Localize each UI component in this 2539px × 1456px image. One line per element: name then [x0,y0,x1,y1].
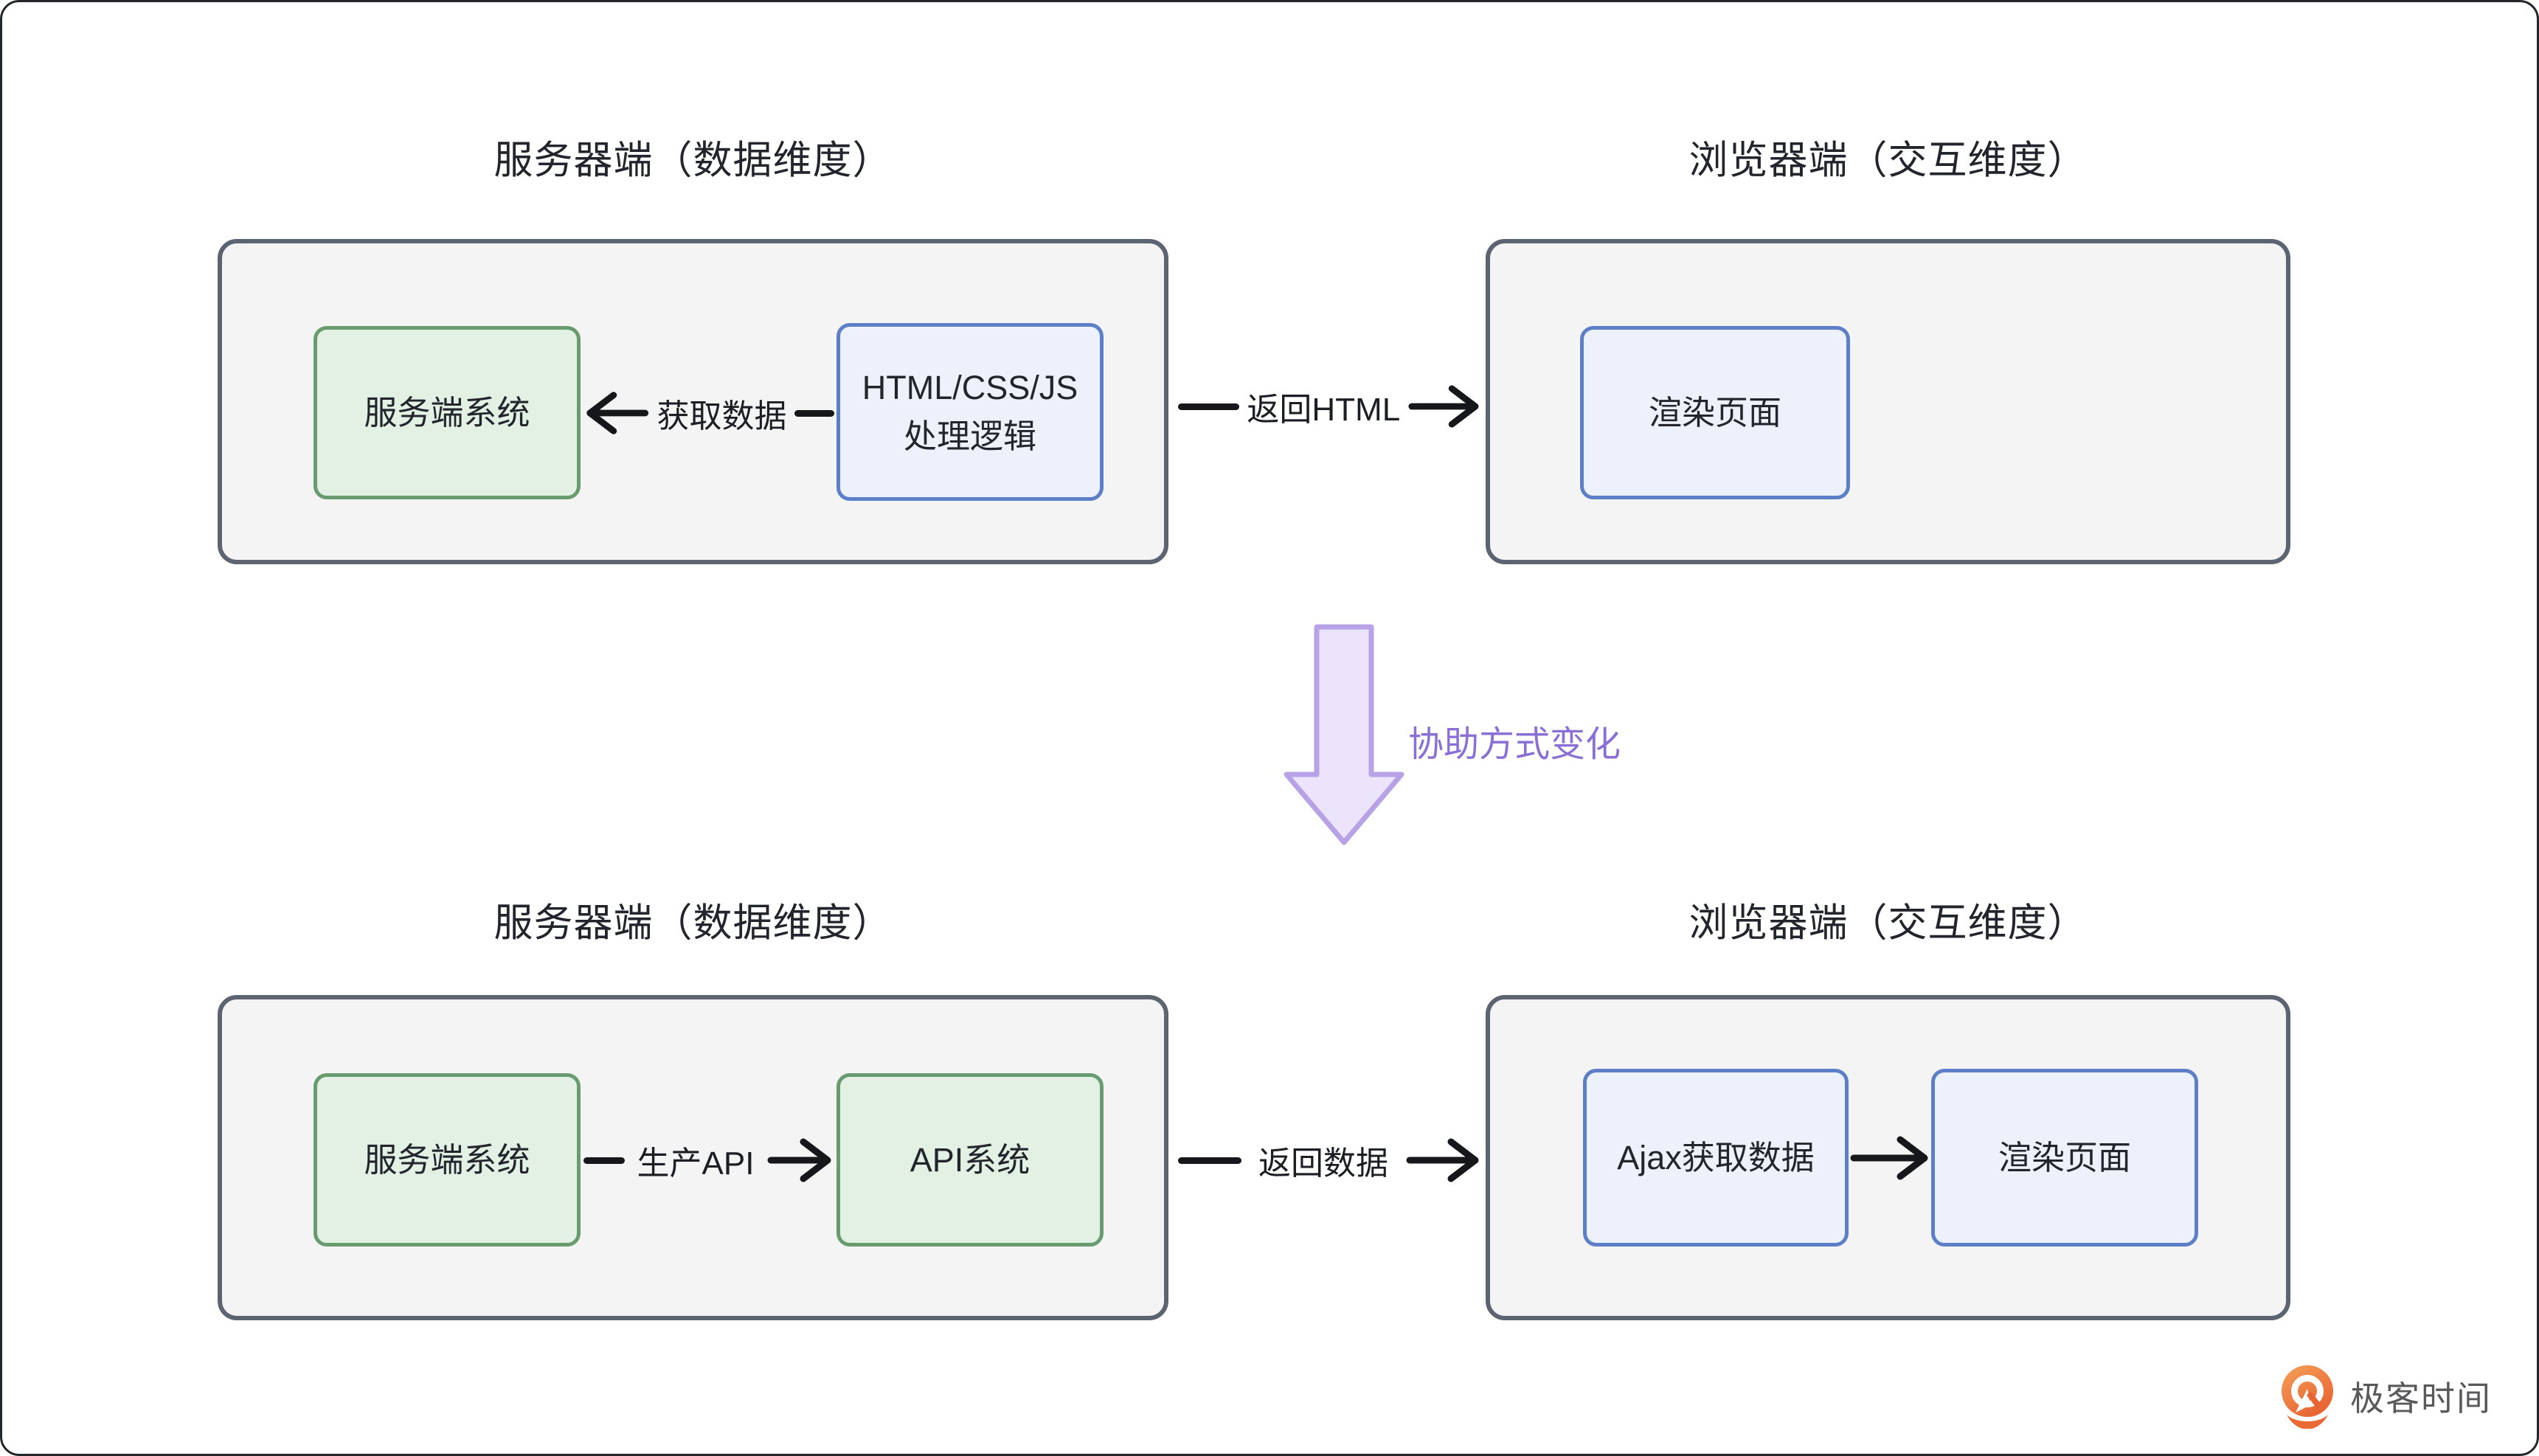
top-server-system-label: 服务端系统 [364,393,530,431]
bottom-return-edge-label: 返回数据 [1258,1145,1388,1182]
transition-label: 协助方式变化 [1408,725,1621,764]
top-render-label: 渲染页面 [1648,393,1781,431]
bottom-render-node: 渲染页面 [1931,1069,2198,1247]
transition-down-arrow-icon [1284,624,1404,845]
bottom-produce-edge: 生产API [583,1134,834,1187]
brand-logo: 极客时间 [2276,1364,2492,1429]
top-server-title: 服务器端（数据维度） [493,139,893,182]
bottom-ajax-node: Ajax获取数据 [1583,1069,1849,1247]
top-browser-title: 浏览器端（交互维度） [1688,139,2088,182]
top-logic-label-line2: 处理逻辑 [903,417,1036,455]
bottom-server-system-node: 服务端系统 [314,1073,581,1247]
top-return-edge-label: 返回HTML [1247,392,1401,428]
top-logic-label-line1: HTML/CSS/JS [862,369,1078,407]
edge-line [794,409,834,417]
bottom-server-system-label: 服务端系统 [364,1140,530,1179]
bottom-ajax-label: Ajax获取数据 [1617,1138,1815,1176]
bottom-browser-title: 浏览器端（交互维度） [1688,901,2088,945]
bottom-api-label: API系统 [910,1140,1031,1179]
edge-line [583,1157,625,1164]
top-return-edge: 返回HTML [1178,380,1482,433]
arrow-right-icon [1406,1138,1479,1182]
arrow-right-icon [1408,385,1479,428]
bottom-produce-edge-label: 生产API [637,1145,755,1182]
bottom-return-edge: 返回数据 [1178,1134,1482,1187]
top-render-node: 渲染页面 [1580,326,1850,499]
bottom-render-label: 渲染页面 [1998,1138,2131,1176]
top-logic-node: HTML/CSS/JS 处理逻辑 [836,323,1104,501]
bottom-server-title: 服务器端（数据维度） [493,901,893,945]
top-fetch-edge-label: 获取数据 [657,398,787,434]
arrow-right-icon [767,1138,831,1182]
brand-name: 极客时间 [2350,1379,2492,1418]
top-server-system-node: 服务端系统 [314,326,581,499]
geektime-logo-icon [2282,1365,2333,1429]
top-fetch-edge: 获取数据 [583,386,834,440]
arrow-left-icon [586,392,649,434]
bottom-api-node: API系统 [836,1073,1104,1247]
edge-line [1178,403,1240,410]
edge-line [1178,1157,1241,1164]
arrow-right-icon [1850,1136,1928,1180]
